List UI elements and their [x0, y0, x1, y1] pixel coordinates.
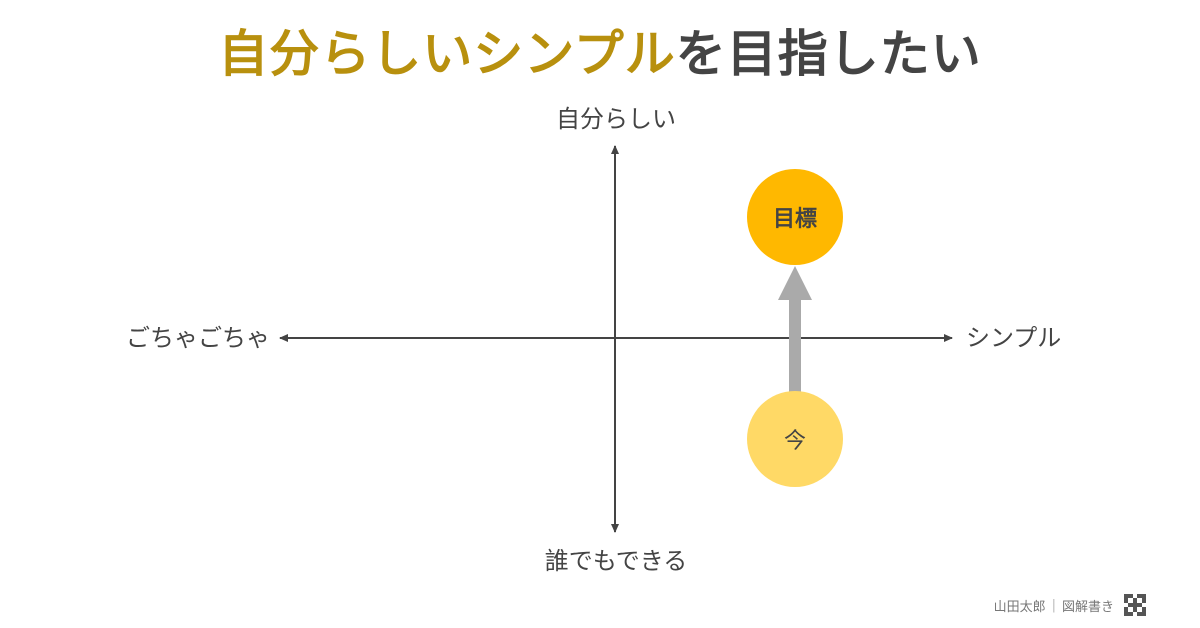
footer-author: 山田太郎: [993, 599, 1046, 615]
footer-brand: 図解書き: [1061, 599, 1114, 615]
qr-code-icon: [1124, 594, 1146, 616]
axis-label-top: 自分らしい: [556, 105, 676, 133]
footer-credit: 山田太郎 | 図解書き: [994, 594, 1146, 616]
current-node: 今: [747, 391, 843, 487]
progress-arrow-shaft: [789, 296, 801, 392]
axis-label-left: ごちゃごちゃ: [126, 324, 270, 352]
axis-label-right: シンプル: [966, 324, 1062, 352]
footer-separator: |: [1051, 597, 1056, 613]
goal-node: 目標: [747, 169, 843, 265]
goal-label: 目標: [772, 207, 817, 232]
current-label: 今: [783, 429, 806, 454]
title-rest: を目指したい: [675, 25, 982, 83]
axis-label-bottom: 誰でもできる: [544, 547, 688, 575]
title-accent: 自分らしいシンプル: [218, 25, 676, 83]
progress-arrow-head: [778, 266, 812, 300]
page-title: 自分らしいシンプルを目指したい: [0, 22, 1200, 86]
